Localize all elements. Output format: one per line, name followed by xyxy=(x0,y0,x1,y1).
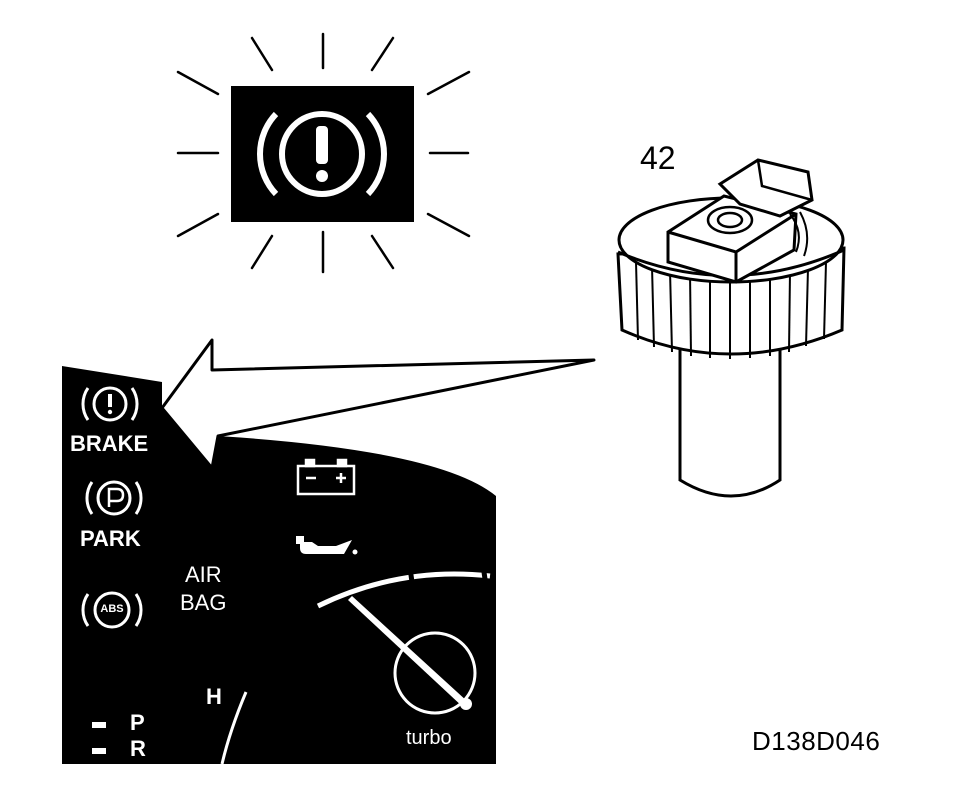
battery-icon xyxy=(296,458,356,496)
instrument-cluster xyxy=(62,366,496,765)
airbag-label-line2: BAG xyxy=(180,590,227,615)
airbag-label-line1: AIR xyxy=(185,562,222,587)
brake-warning-icon xyxy=(257,111,387,197)
gear-r-label: R xyxy=(130,736,146,761)
reservoir-cap xyxy=(616,158,846,498)
gear-p-label: P xyxy=(130,710,145,735)
oil-pressure-icon xyxy=(296,536,358,555)
gear-indicator-r xyxy=(92,748,106,754)
lamp-rays xyxy=(176,32,471,274)
reservoir-tube xyxy=(678,334,782,498)
figure-id-label: D138D046 xyxy=(752,726,881,756)
warning-lamp xyxy=(176,32,471,274)
brake-label: BRAKE xyxy=(70,431,149,456)
gauge-needle xyxy=(348,596,468,708)
park-icon xyxy=(85,480,143,516)
abs-icon xyxy=(81,591,143,629)
part-number-label: 42 xyxy=(640,140,676,176)
abs-label: ABS xyxy=(100,603,124,615)
park-label: PARK xyxy=(80,526,141,551)
turbo-gauge xyxy=(316,567,491,715)
turbo-label: turbo xyxy=(406,727,452,749)
cap-ribs xyxy=(635,261,827,359)
level-sensor xyxy=(666,158,814,284)
temp-gauge-scale xyxy=(220,691,248,765)
gear-indicator-p xyxy=(92,722,106,728)
temp-h-label: H xyxy=(206,684,222,709)
brake-icon xyxy=(81,386,139,422)
